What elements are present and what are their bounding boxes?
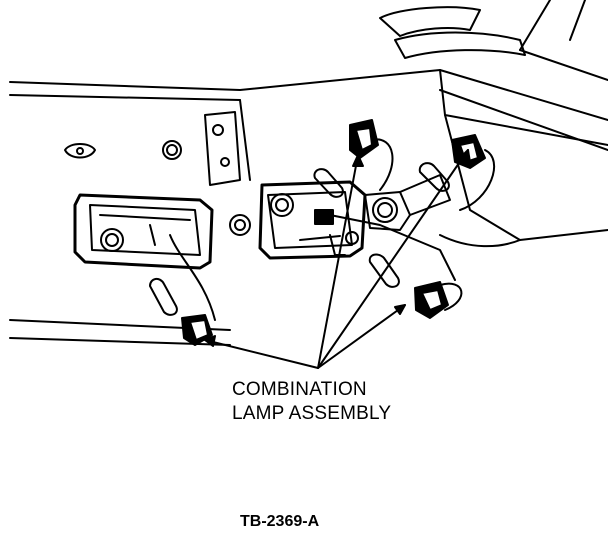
lamp-sockets [169, 119, 496, 346]
panel-holes [64, 140, 251, 236]
callout-line-2: LAMP ASSEMBLY [232, 403, 392, 424]
combination-lamp-assembly-label: COMBINATION LAMP ASSEMBLY [232, 378, 391, 426]
left-lamp-housing [73, 193, 214, 270]
leader-lines [204, 149, 471, 369]
body-panel [9, 69, 608, 346]
right-lamp-housing [364, 174, 451, 231]
figure-id: TB-2369-A [240, 513, 320, 530]
mounting-bracket [204, 111, 241, 186]
callout-line-1: COMBINATION [232, 379, 367, 400]
bulbs [149, 162, 450, 316]
center-lamp-housing [258, 180, 367, 260]
upper-body-structure [379, 0, 608, 151]
